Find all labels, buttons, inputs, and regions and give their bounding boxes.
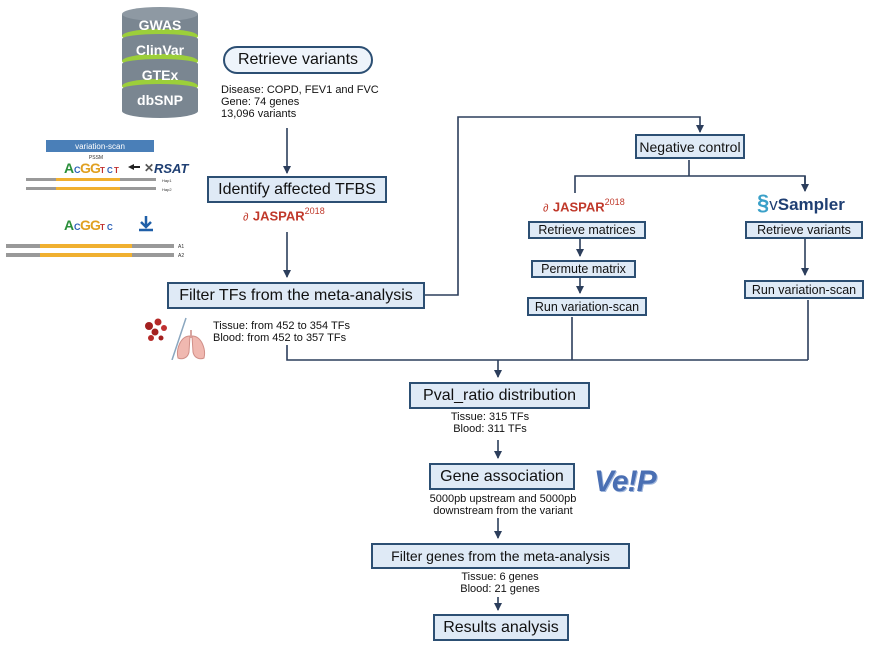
db-label-dbsnp: dbSNP [137,92,183,108]
vsampler-logo: §vSampler [757,190,845,215]
run-variation-scan-left-box: Run variation-scan [527,297,647,316]
svg-text:T: T [114,166,119,175]
svg-text:C: C [74,222,81,232]
pval-note: Tissue: 315 TFs Blood: 311 TFs [450,411,530,435]
filter-genes-box: Filter genes from the meta-analysis [371,543,630,569]
retrieve-variants-box: Retrieve variants [223,46,373,74]
line-negative-branch [574,160,806,193]
svg-text:T: T [100,223,105,232]
jaspar-logo-right: ∂ JASPAR2018 [543,197,625,215]
gene-assoc-note: 5000pb upstream and 5000pb downstream fr… [429,493,577,517]
identify-tfbs-box: Identify affected TFBS [207,176,387,203]
negative-control-box: Negative control [635,134,745,159]
svg-text:Hap1: Hap1 [162,178,172,183]
svg-text:G: G [90,160,101,176]
permute-matrix-box: Permute matrix [531,260,636,278]
jaspar-logo-left: ∂ JASPAR2018 [243,206,325,224]
svg-text:C: C [107,223,113,232]
results-analysis-box: Results analysis [433,614,569,641]
svg-text:A: A [64,217,74,233]
retrieve-variants-vs-box: Retrieve variants [745,221,863,239]
svg-text:G: G [80,217,91,233]
vep-logo: Ve!P [594,465,657,498]
svg-text:Hap2: Hap2 [162,187,172,192]
svg-text:A: A [64,160,74,176]
gene-association-box: Gene association [429,463,575,490]
svg-text:C: C [74,165,81,175]
svg-text:RSAT: RSAT [154,161,189,176]
run-variation-scan-right-box: Run variation-scan [744,280,864,299]
pval-ratio-box: Pval_ratio distribution [409,382,590,409]
retrieve-matrices-box: Retrieve matrices [528,221,646,239]
filter-tfs-box: Filter TFs from the meta-analysis [167,282,425,309]
variation-scan-illustration: variation-scan PSSM A C G G T C T ✕ RSAT… [6,140,189,259]
filter-genes-note: Tissue: 6 genes Blood: 21 genes [460,571,540,595]
svg-text:C: C [107,166,113,175]
line-filter-to-negative [425,116,704,296]
db-label-gtex: GTEx [142,67,179,83]
blood-lung-icon [145,317,205,360]
svg-text:G: G [80,160,91,176]
svg-text:A1: A1 [178,244,184,250]
database-stack-icon: GWAS ClinVar GTEx dbSNP [122,7,198,118]
svg-text:PSSM: PSSM [89,155,103,161]
svg-text:T: T [100,166,105,175]
line-merge [286,300,809,361]
variants-note: Disease: COPD, FEV1 and FVC Gene: 74 gen… [221,84,379,120]
svg-text:✕: ✕ [144,161,154,175]
filter-tfs-note: Tissue: from 452 to 354 TFs Blood: from … [213,320,350,344]
svg-text:G: G [90,217,101,233]
svg-text:variation-scan: variation-scan [75,142,125,151]
db-label-gwas: GWAS [139,17,182,33]
db-label-clinvar: ClinVar [136,42,185,58]
svg-text:A2: A2 [178,253,184,259]
